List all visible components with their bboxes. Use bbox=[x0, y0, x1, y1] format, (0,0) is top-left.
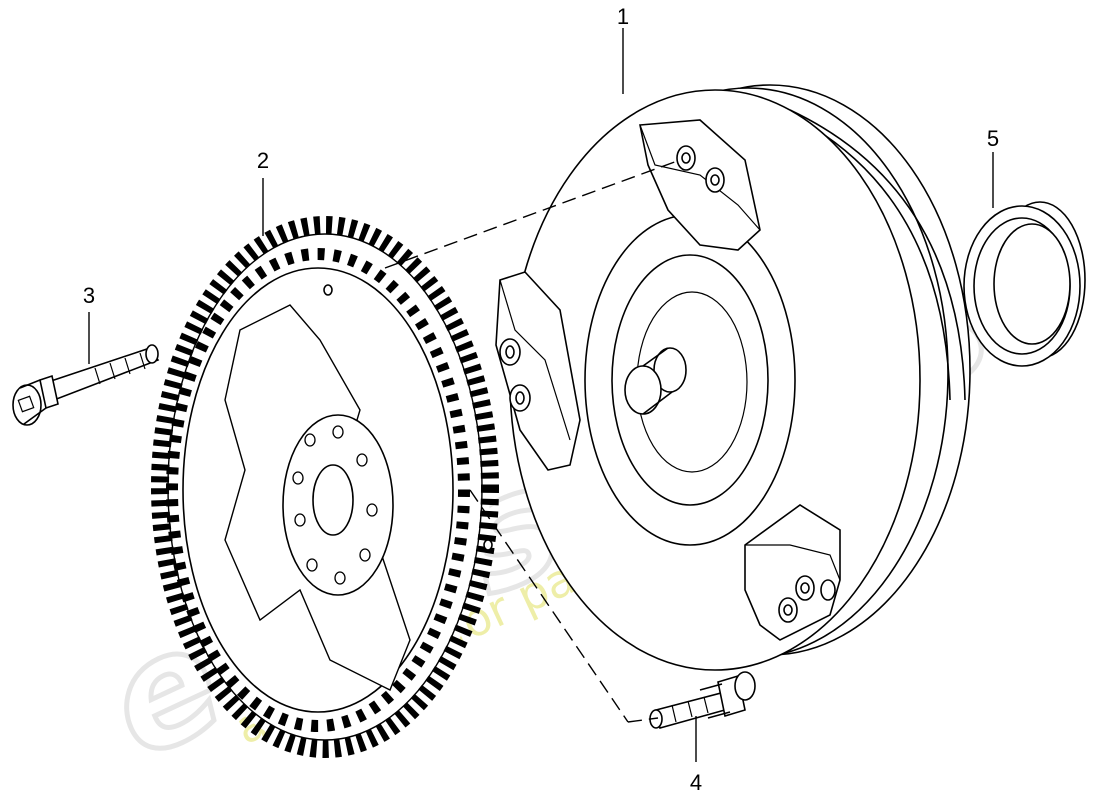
bolt-3 bbox=[12, 344, 160, 426]
seal-ring-5 bbox=[963, 201, 1086, 367]
bolt-4 bbox=[649, 671, 756, 729]
callout-4: 4 bbox=[690, 770, 702, 795]
callout-numbers: 1 2 3 4 5 bbox=[83, 4, 999, 795]
callout-1: 1 bbox=[617, 4, 629, 29]
torque-converter bbox=[495, 84, 971, 671]
callout-5: 5 bbox=[987, 126, 999, 151]
alignment-lines bbox=[384, 159, 681, 723]
flex-plate bbox=[151, 216, 499, 758]
leader-lines bbox=[88, 28, 994, 762]
callout-2: 2 bbox=[257, 148, 269, 173]
callout-3: 3 bbox=[83, 283, 95, 308]
